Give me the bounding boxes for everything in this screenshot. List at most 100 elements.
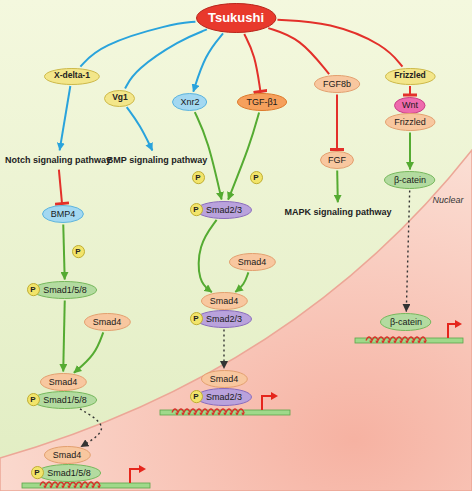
node-text: Smad4 [53, 450, 82, 460]
ligand-ellipse: BMP4 [42, 205, 84, 223]
phosphate-circle: P [27, 393, 40, 406]
phosphate-circle: P [190, 203, 203, 216]
ellipse-outline [196, 4, 275, 33]
ligand-ellipse: TGF-β1 [237, 93, 287, 111]
ellipse-outline [190, 391, 202, 403]
ellipse-outline [385, 68, 435, 84]
receptor-ellipse: Frizzled [385, 68, 436, 85]
protein-ellipse: Smad4 [40, 373, 87, 391]
node-text: TGF-β1 [246, 97, 277, 107]
ellipse-outline [173, 94, 207, 111]
protein-ellipse: Smad2/3 [196, 388, 252, 406]
dna-coils [40, 337, 426, 488]
node-text: P [193, 314, 198, 323]
activation-arrow [228, 112, 259, 199]
ellipse-outline [385, 172, 435, 189]
node-text: P [193, 205, 198, 214]
activation-arrow [235, 272, 248, 292]
activation-arrow [223, 330, 224, 369]
arrow-head [455, 320, 462, 328]
activation-arrow [409, 133, 411, 170]
node-text: Smad1/5/8 [43, 395, 87, 405]
node-text: β-catein [394, 175, 426, 185]
protein-ellipse: β-catein [384, 171, 435, 189]
receptor-ellipse: X-delta-1 [44, 68, 100, 85]
dna-bar [22, 483, 150, 488]
ellipse-outline [381, 314, 431, 331]
node-text: X-delta-1 [54, 71, 90, 81]
node-text: Tsukushi [208, 11, 264, 26]
ellipse-outline [31, 467, 43, 479]
phosphate-circle: P [250, 171, 263, 184]
protein-ellipse: Smad4 [201, 292, 248, 310]
tsukushi-ellipse: Tsukushi [196, 3, 276, 33]
activation-arrow [80, 409, 102, 447]
protein-ellipse: Smad4 [201, 370, 248, 388]
ellipse-outline [197, 389, 252, 406]
ellipse-outline [314, 76, 359, 93]
transcription-arrows [130, 324, 456, 483]
protein-ellipse: Smad1/5/8 [32, 391, 97, 409]
node-text: Wnt [402, 100, 418, 110]
ellipse-outline [229, 254, 275, 271]
dna-bar [160, 410, 290, 415]
dna-bar [355, 338, 463, 343]
arrow-head [139, 465, 146, 473]
ellipse-outline [37, 465, 101, 482]
node-text: P [193, 392, 198, 401]
ellipse-outline [44, 447, 90, 464]
inhibition-line [336, 95, 338, 150]
inhibition-line [244, 34, 260, 91]
node-text: β-catein [390, 317, 422, 327]
node-text: Smad1/5/8 [43, 285, 87, 295]
phosphate-circle: P [27, 283, 40, 296]
activation-arrow [60, 86, 71, 150]
ellipse-outline [33, 282, 97, 299]
activation-arrow [125, 29, 207, 88]
phosphate-circle: P [31, 466, 44, 479]
region-label: Nuclear [432, 195, 463, 205]
node-text: Frizzled [394, 71, 426, 81]
node-text: Smad2/3 [206, 205, 242, 215]
protein-ellipse: Smad2/3 [196, 201, 252, 219]
ellipse-outline [72, 246, 84, 258]
activation-arrow [336, 170, 339, 202]
inhibition-line [59, 170, 62, 204]
transcription-arrow [262, 396, 272, 410]
node-text: BMP4 [51, 209, 76, 219]
node-text: Smad4 [93, 317, 122, 327]
transcription-heads [139, 320, 462, 473]
activation-arrow [277, 20, 402, 67]
activation-arrow [80, 22, 195, 67]
ellipse-outline [190, 204, 202, 216]
ellipse-outline [27, 284, 39, 296]
node-text: FGF [328, 155, 346, 165]
activation-arrow [127, 107, 153, 150]
phosphate-circle: P [72, 245, 85, 258]
dna-coil [40, 482, 100, 488]
node-text: BMP signaling pathway [107, 155, 207, 165]
node-text: Smad1/5/8 [47, 468, 91, 478]
activation-arrow [74, 332, 103, 373]
pathway-text: Notch signaling pathway [3, 154, 113, 166]
node-text: Notch signaling pathway [5, 155, 111, 165]
node-text: P [30, 395, 35, 404]
protein-ellipse: FGF8b [314, 75, 360, 93]
ellipse-outline [201, 371, 247, 388]
ellipse-outline [192, 172, 204, 184]
node-text: Smad2/3 [206, 314, 242, 324]
ellipse-outline [197, 311, 252, 328]
nucleus-region [0, 150, 472, 491]
transcription-arrow [448, 324, 456, 338]
node-text: P [30, 285, 35, 294]
dna-coil [172, 409, 244, 415]
ellipse-outline [197, 202, 252, 219]
ellipse-outline [201, 293, 247, 310]
phosphate-circle: P [190, 390, 203, 403]
node-text: Smad4 [238, 257, 267, 267]
activation-arrow [63, 224, 64, 279]
node-text: Smad4 [210, 374, 239, 384]
ellipse-outline [321, 152, 354, 169]
pathway-text: BMP signaling pathway [105, 154, 209, 166]
